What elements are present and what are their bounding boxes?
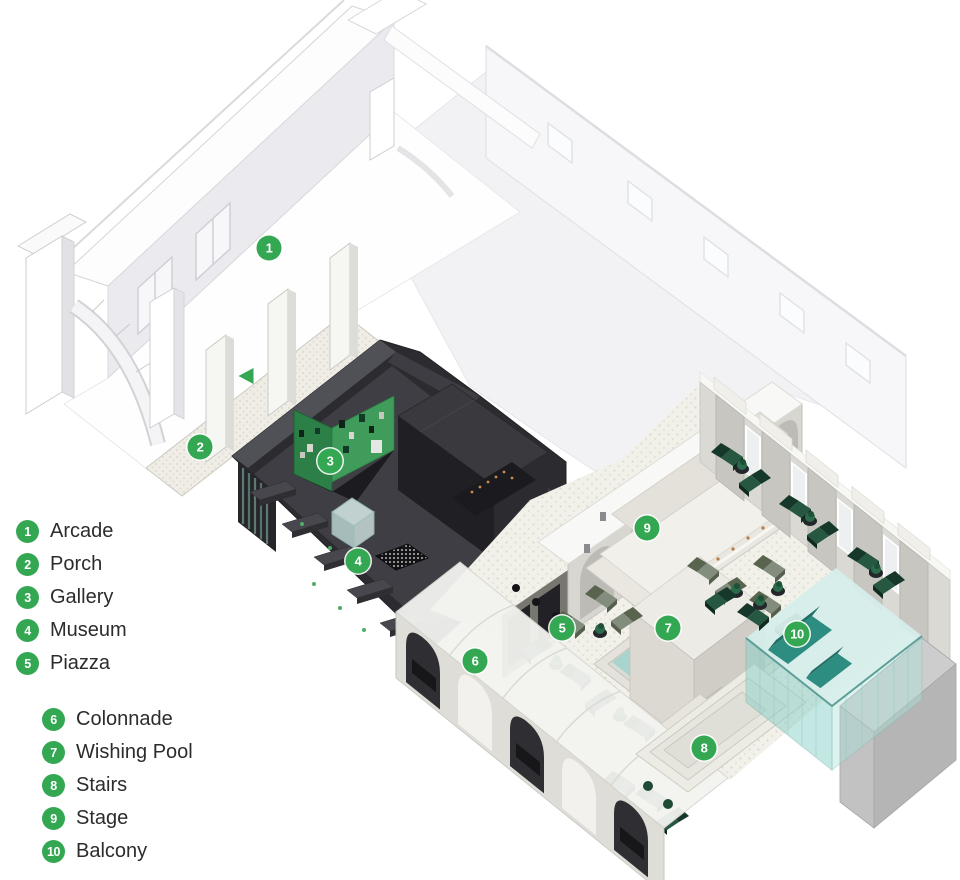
legend-label: Porch (50, 553, 103, 575)
legend-label: Wishing Pool (76, 741, 193, 763)
legend-item-colonnade: 6 Colonnade (42, 708, 173, 731)
legend-label: Stage (76, 807, 129, 829)
marker-number: 5 (558, 620, 566, 636)
legend-item-piazza: 5 Piazza (16, 652, 110, 675)
lower-shaft (839, 637, 957, 829)
legend-badge: 4 (16, 619, 39, 642)
legend-label: Balcony (76, 840, 148, 862)
legend-label: Stairs (76, 774, 128, 796)
legend-label: Gallery (50, 586, 114, 608)
legend-item-porch: 2 Porch (16, 553, 102, 576)
legend-item-wishing-pool: 7 Wishing Pool (42, 741, 193, 764)
ghost-windows (547, 121, 871, 385)
legend-badge: 3 (16, 586, 39, 609)
legend-badge: 10 (42, 840, 65, 863)
legend-item-arcade: 1 Arcade (16, 520, 113, 543)
legend-badge: 8 (42, 774, 65, 797)
legend-item-stairs: 8 Stairs (42, 774, 127, 797)
legend-item-balcony: 10 Balcony (42, 840, 147, 863)
marker-number: 9 (643, 520, 651, 536)
marker-number: 7 (664, 620, 672, 636)
legend-item-museum: 4 Museum (16, 619, 127, 642)
marker-number: 3 (326, 453, 334, 469)
marker-number: 8 (700, 740, 708, 756)
plan-marker-museum: 4 (345, 548, 371, 574)
balcony-glass-walls (745, 634, 923, 772)
museum-glass-case (331, 497, 375, 549)
arcade-windows (137, 201, 231, 336)
legend-item-gallery: 3 Gallery (16, 586, 113, 609)
arcade-right-end (346, 0, 541, 198)
arcade-arch-end (16, 213, 185, 446)
balcony-structure (705, 568, 957, 829)
museum-slat-screen (238, 462, 276, 552)
marker-number: 10 (790, 626, 804, 642)
plan-marker-arcade: 1 (256, 235, 282, 261)
entrance-arrow-icon (238, 368, 254, 384)
legend-badge: 1 (16, 520, 39, 543)
legend-label: Museum (50, 619, 127, 641)
legend-item-stage: 9 Stage (42, 807, 128, 830)
plan-marker-balcony: 10 (784, 621, 810, 647)
marker-number: 6 (471, 653, 479, 669)
legend-badge: 7 (42, 741, 65, 764)
legend-badge: 5 (16, 652, 39, 675)
marker-number: 4 (354, 553, 362, 569)
marker-number: 2 (196, 439, 204, 455)
legend-badge: 9 (42, 807, 65, 830)
colonnade-structure (395, 561, 729, 880)
legend-label: Arcade (50, 520, 114, 542)
legend-badge: 2 (16, 553, 39, 576)
legend-label: Piazza (50, 652, 111, 674)
porch-pillars (205, 242, 358, 463)
plan-marker-stage: 9 (634, 515, 660, 541)
legend-label: Colonnade (76, 708, 173, 730)
museum-counter (452, 462, 536, 516)
plan-marker-colonnade: 6 (462, 648, 488, 674)
plan-marker-wishing-pool: 7 (655, 615, 681, 641)
plan-marker-piazza: 5 (549, 615, 575, 641)
plan-marker-stairs: 8 (691, 735, 717, 761)
plan-marker-gallery: 3 (317, 448, 343, 474)
legend-badge: 6 (42, 708, 65, 731)
museum-keyboard (374, 543, 430, 571)
marker-number: 1 (265, 240, 273, 256)
plan-marker-porch: 2 (187, 434, 213, 460)
